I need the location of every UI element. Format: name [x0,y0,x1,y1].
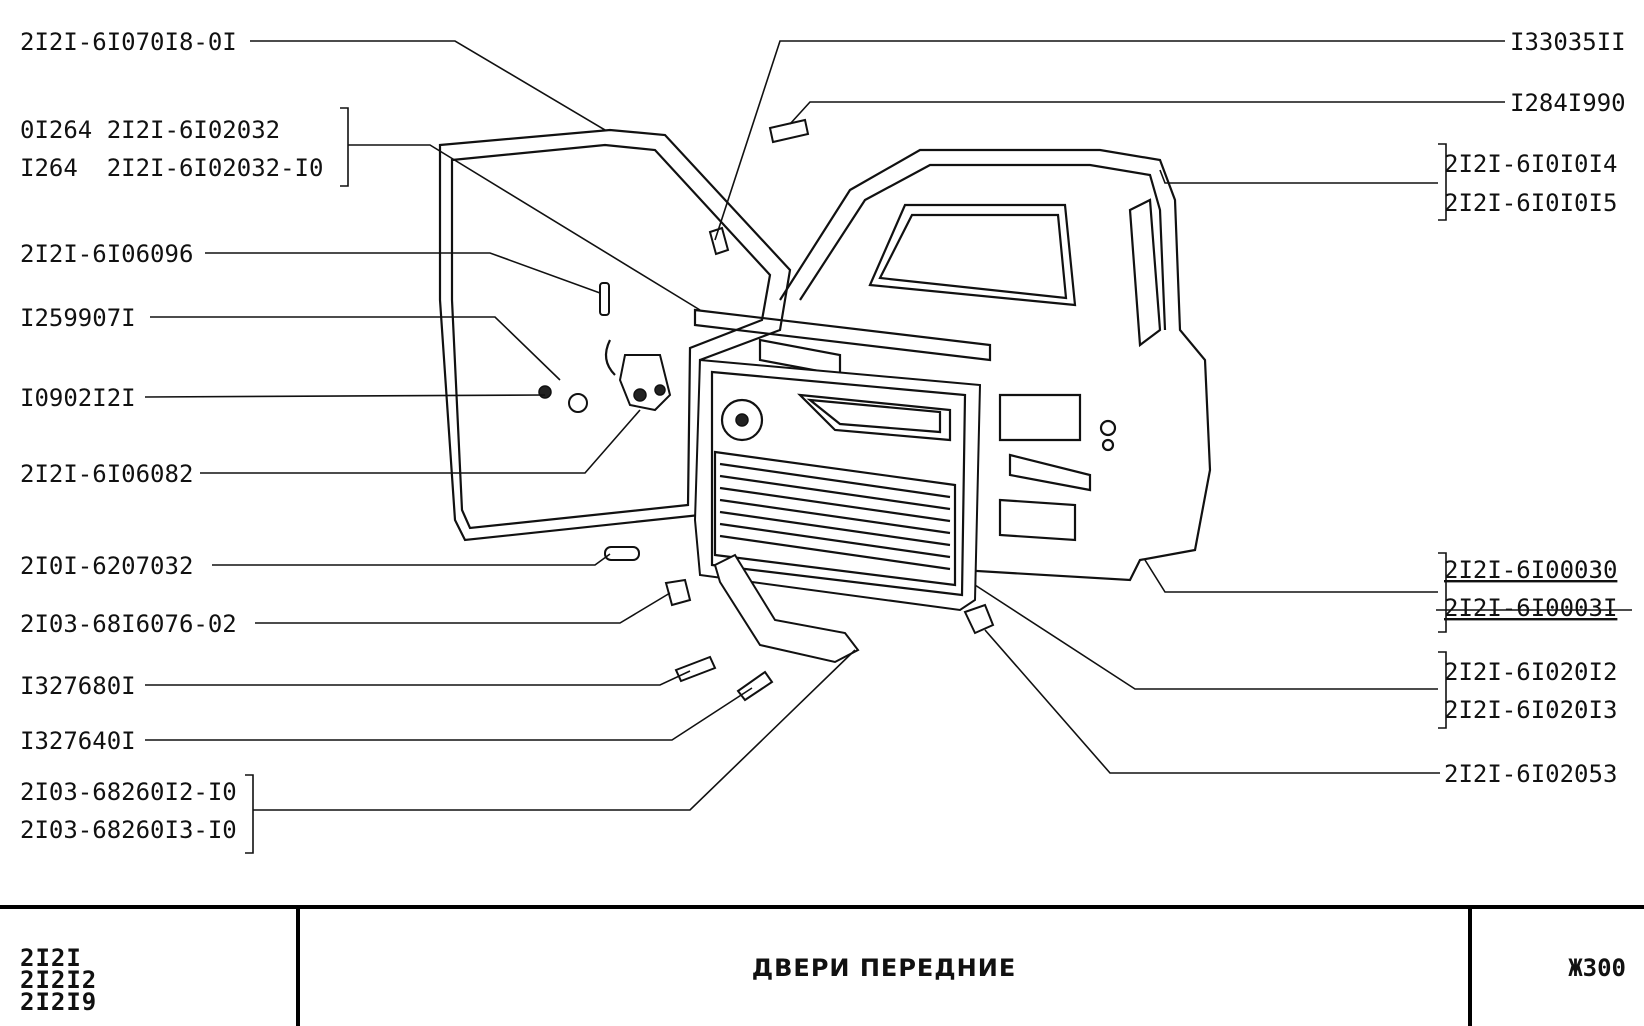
callout-label: I259907I [20,304,136,332]
sheet-code-cell: Ж300 [1472,909,1644,1026]
title-block: 2I2I 2I2I2 2I2I9 ДВЕРИ ПЕРЕДНИЕ Ж300 [0,905,1644,1026]
callout-label: 0I264 2I2I-6I02032 [20,116,280,144]
callout-label: 2I03-68260I3-I0 [20,816,237,844]
callout-label: 2I2I-6I020I3 [1444,696,1617,724]
callouts-right: I33035II I284I990 2I2I-6I0I0I4 2I2I-6I0I… [1444,28,1626,788]
callout-label: 2I03-68260I2-I0 [20,778,237,806]
leader-lines [144,40,1632,854]
callout-label: I264 2I2I-6I02032-I0 [20,154,323,182]
callout-label: 2I2I-6I06082 [20,460,193,488]
hardware-drawings [538,118,995,702]
callouts-left: 2I2I-6I070I8-0I 0I264 2I2I-6I02032 I264 … [20,28,323,844]
sheet-title-cell: ДВЕРИ ПЕРЕДНИЕ [300,909,1472,1026]
callout-label: 2I2I-6I0I0I4 [1444,150,1617,178]
trim-panel-grille [713,450,957,587]
callout-label: 2I2I-6I020I2 [1444,658,1617,686]
callout-label: 2I2I-6I00030 [1444,556,1617,584]
callout-label: I0902I2I [20,384,136,412]
callout-label: I327680I [20,672,136,700]
callout-label: 2I2I-6I0I0I5 [1444,189,1617,217]
door-shell-drawing [779,148,1212,582]
callout-label: I327640I [20,727,136,755]
model-code: 2I2I [20,944,82,972]
sheet-title: ДВЕРИ ПЕРЕДНИЕ [751,953,1017,982]
sheet-code: Ж300 [1568,953,1626,982]
callout-label: I284I990 [1510,89,1626,117]
callout-label: 2I03-68I6076-02 [20,610,237,638]
callout-label: 2I2I-6I0003I [1444,594,1617,622]
model-code: 2I2I9 [20,988,98,1016]
callout-label: I33035II [1510,28,1626,56]
model-code: 2I2I2 [20,966,98,994]
callout-label: 2I0I-6207032 [20,552,193,580]
callout-label: 2I2I-6I06096 [20,240,193,268]
model-list: 2I2I 2I2I2 2I2I9 [0,909,300,1026]
callout-label: 2I2I-6I02053 [1444,760,1617,788]
door-trim-panel-drawing [693,358,982,612]
callout-label: 2I2I-6I070I8-0I [20,28,237,56]
